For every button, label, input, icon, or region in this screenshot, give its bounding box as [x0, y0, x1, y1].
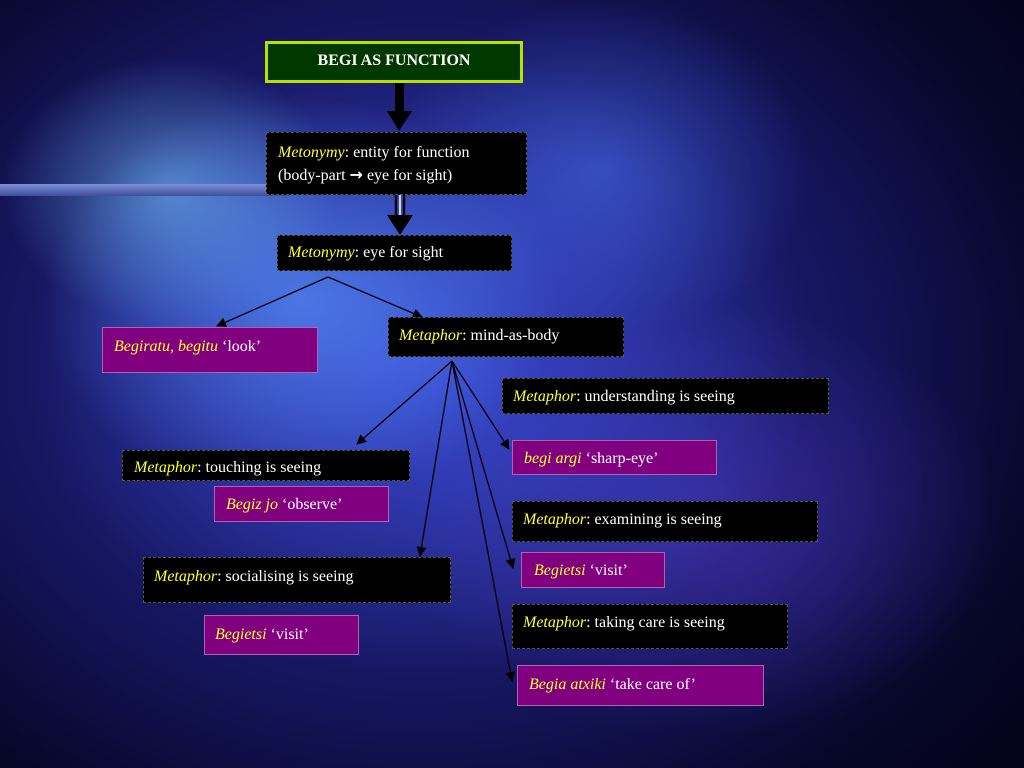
- begiz-jo-box: Begiz jo ‘observe’: [214, 486, 389, 522]
- title-box: BEGI AS FUNCTION: [265, 41, 523, 83]
- begiratu-term: Begiratu, begitu: [114, 338, 218, 355]
- examining-term: Metaphor: [523, 511, 587, 528]
- decorative-bar: [0, 184, 290, 196]
- socialising-box: Metaphor: socialising is seeing: [143, 557, 451, 603]
- metonymy-entity-line2-end: eye for sight): [362, 167, 453, 184]
- metonymy-entity-text: : entity for function: [344, 144, 470, 161]
- double-arrow-2: [387, 195, 413, 235]
- link-to-begi-argi: [451, 360, 510, 450]
- understanding-text: : understanding is seeing: [576, 388, 735, 405]
- title-text: BEGI AS FUNCTION: [317, 52, 471, 69]
- link-to-begia-atxiki: [451, 360, 516, 682]
- begi-argi-term: begi argi: [524, 450, 582, 467]
- begiratu-box: Begiratu, begitu ‘look’: [102, 327, 318, 373]
- link-to-mind-body: [327, 276, 423, 319]
- touching-box: Metaphor: touching is seeing: [122, 450, 410, 481]
- begietsi-right-box: Begietsi ‘visit’: [521, 552, 665, 588]
- big-arrow-1: [387, 83, 412, 131]
- link-to-socialising: [416, 360, 453, 557]
- metonymy-eye-term: Metonymy: [288, 244, 355, 261]
- begia-atxiki-term: Begia atxiki: [529, 676, 606, 693]
- taking-care-box: Metaphor: taking care is seeing: [512, 604, 788, 649]
- understanding-box: Metaphor: understanding is seeing: [502, 378, 829, 414]
- begi-argi-gloss: ‘sharp-eye’: [581, 450, 659, 467]
- begietsi-right-gloss: ‘visit’: [585, 562, 628, 579]
- metonymy-entity-line2-start: (body-part: [278, 167, 350, 184]
- begiz-jo-term: Begiz jo: [226, 496, 278, 513]
- understanding-term: Metaphor: [513, 388, 577, 405]
- arrow-right-icon: →: [349, 165, 363, 184]
- begietsi-left-term: Begietsi: [215, 626, 267, 643]
- touching-term: Metaphor: [134, 459, 198, 476]
- begiz-jo-gloss: ‘observe’: [278, 496, 343, 513]
- begietsi-left-gloss: ‘visit’: [266, 626, 309, 643]
- begiratu-gloss: ‘look’: [217, 338, 262, 355]
- metonymy-eye-text: : eye for sight: [354, 244, 444, 261]
- metonymy-eye-box: Metonymy: eye for sight: [277, 235, 512, 271]
- mind-body-box: Metaphor: mind-as-body: [388, 317, 624, 357]
- examining-text: : examining is seeing: [586, 511, 722, 528]
- metonymy-entity-term: Metonymy: [278, 144, 345, 161]
- begietsi-right-term: Begietsi: [534, 562, 586, 579]
- begi-argi-box: begi argi ‘sharp-eye’: [512, 440, 717, 475]
- link-to-begietsi-right: [451, 360, 516, 569]
- mind-body-term: Metaphor: [399, 327, 463, 344]
- metonymy-entity-line2: (body-part → eye for sight): [278, 164, 526, 187]
- link-to-touching: [356, 360, 453, 445]
- taking-care-text: : taking care is seeing: [586, 614, 725, 631]
- mind-body-text: : mind-as-body: [462, 327, 560, 344]
- socialising-term: Metaphor: [154, 568, 218, 585]
- metonymy-entity-line1: Metonymy: entity for function: [278, 142, 526, 164]
- examining-box: Metaphor: examining is seeing: [512, 501, 818, 542]
- begia-atxiki-gloss: ‘take care of’: [605, 676, 697, 693]
- taking-care-term: Metaphor: [523, 614, 587, 631]
- begia-atxiki-box: Begia atxiki ‘take care of’: [517, 665, 764, 706]
- socialising-text: : socialising is seeing: [217, 568, 354, 585]
- begietsi-left-box: Begietsi ‘visit’: [204, 615, 359, 655]
- touching-text: : touching is seeing: [197, 459, 322, 476]
- metonymy-entity-box: Metonymy: entity for function (body-part…: [266, 132, 527, 195]
- link-to-begiratu: [216, 276, 329, 327]
